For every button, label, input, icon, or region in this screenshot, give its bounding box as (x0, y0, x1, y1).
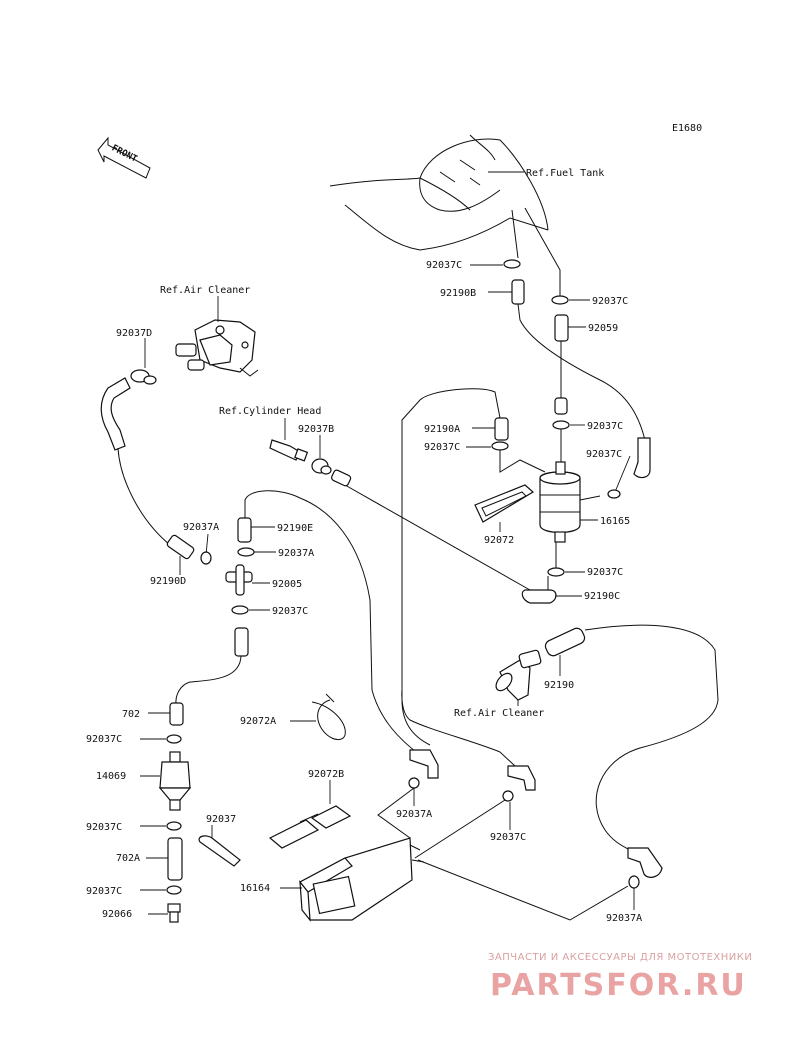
label-16165: 16165 (600, 516, 630, 527)
ref-fuel-tank: Ref.Fuel Tank (526, 168, 604, 179)
clamp-92037C-2 (551, 295, 569, 305)
label-92072B: 92072B (308, 769, 344, 780)
clamp-92037C-3 (491, 441, 509, 451)
clamp-92037A-4 (628, 875, 640, 889)
hose-92190A (494, 417, 509, 441)
clamp-92037C-1 (503, 259, 521, 269)
air-cleaner-top (175, 319, 259, 377)
canister-16164 (299, 837, 425, 922)
hose-elbow-canister-2 (507, 765, 536, 791)
label-92190C: 92190C (584, 591, 620, 602)
label-92037B: 92037B (298, 424, 334, 435)
clamp-92037B (311, 458, 332, 475)
label-92072A: 92072A (240, 716, 276, 727)
label-92190B: 92190B (440, 288, 476, 299)
label-92037C-8: 92037C (86, 734, 122, 745)
label-92190: 92190 (544, 680, 574, 691)
label-92072: 92072 (484, 535, 514, 546)
label-92037: 92037 (206, 814, 236, 825)
band-92072A (311, 699, 346, 740)
label-92059: 92059 (588, 323, 618, 334)
clamp-92037C-4 (552, 420, 570, 430)
label-14069: 14069 (96, 771, 126, 782)
diagram-id: E1680 (672, 123, 702, 134)
label-92190E: 92190E (277, 523, 313, 534)
ref-air-cleaner-top: Ref.Air Cleaner (160, 285, 250, 296)
clamp-92037D (130, 369, 157, 385)
t-joint-92005 (225, 564, 253, 596)
label-92037C-6: 92037C (272, 606, 308, 617)
label-92037D: 92037D (116, 328, 152, 339)
label-92037A-2: 92037A (278, 548, 314, 559)
fuel-tank (329, 134, 549, 251)
hose-92190D (166, 534, 195, 560)
bracket-92072B (268, 805, 352, 849)
hose-702 (169, 702, 184, 726)
label-92005: 92005 (272, 579, 302, 590)
cylinder-head-fitting (269, 439, 309, 462)
hose-elbow-left (100, 377, 131, 451)
hose-elbow-right (633, 437, 651, 479)
ref-cylinder-head: Ref.Cylinder Head (219, 406, 321, 417)
label-92190D: 92190D (150, 576, 186, 587)
hose-92190B (511, 279, 525, 305)
label-92037C-2: 92037C (592, 296, 628, 307)
label-16164: 16164 (240, 883, 270, 894)
air-cleaner-bottom (495, 649, 542, 701)
hose-short-lower (234, 627, 249, 657)
fuel-filter-16165 (539, 461, 601, 543)
watermark-caption: ЗАПЧАСТИ И АКСЕССУАРЫ ДЛЯ МОТОТЕХНИКИ (488, 952, 752, 963)
label-702: 702 (122, 709, 140, 720)
label-92037A-3: 92037A (396, 809, 432, 820)
filter-14069 (158, 751, 192, 811)
label-92190A: 92190A (424, 424, 460, 435)
cap-92066 (167, 903, 181, 923)
label-92037A-4: 92037A (606, 913, 642, 924)
clamp-92037C-11 (166, 885, 182, 895)
hose-92190C (521, 589, 557, 604)
label-92037C-1: 92037C (426, 260, 462, 271)
watermark-brand: PARTSFOR.RU (490, 968, 747, 1003)
ref-air-cleaner-bottom: Ref.Air Cleaner (454, 708, 544, 719)
label-92037A-1: 92037A (183, 522, 219, 533)
clamp-92037C-8 (166, 734, 182, 744)
clamp-92037A-2 (237, 547, 255, 557)
label-92037C-4: 92037C (587, 421, 623, 432)
label-92037C-10: 92037C (86, 822, 122, 833)
clamp-92037C-7 (547, 567, 565, 577)
hose-short-filter (554, 397, 568, 415)
clamp-92037C-5 (607, 489, 621, 499)
clamp-92037C-9 (502, 790, 514, 802)
hose-elbow-canister-1 (409, 749, 439, 779)
hose-92059 (554, 314, 569, 342)
clamp-92037C-6 (231, 605, 249, 615)
clamp-92037A-3 (408, 777, 420, 789)
label-92037C-3: 92037C (424, 442, 460, 453)
label-92066: 92066 (102, 909, 132, 920)
bracket-92072 (474, 484, 535, 523)
hose-702A (167, 837, 183, 881)
label-92037C-5: 92037C (586, 449, 622, 460)
strap-92037 (198, 835, 241, 867)
clamp-92037A-1 (200, 551, 212, 565)
front-arrow-icon: FRONT (97, 136, 151, 179)
label-92037C-7: 92037C (587, 567, 623, 578)
clamp-92037C-10 (166, 821, 182, 831)
hose-92190 (544, 627, 586, 657)
label-702A: 702A (116, 853, 140, 864)
label-92037C-9: 92037C (490, 832, 526, 843)
hose-92190E (237, 517, 252, 543)
hose-short-head (331, 469, 352, 487)
hose-elbow-bottom-right (627, 847, 663, 878)
label-92037C-11: 92037C (86, 886, 122, 897)
